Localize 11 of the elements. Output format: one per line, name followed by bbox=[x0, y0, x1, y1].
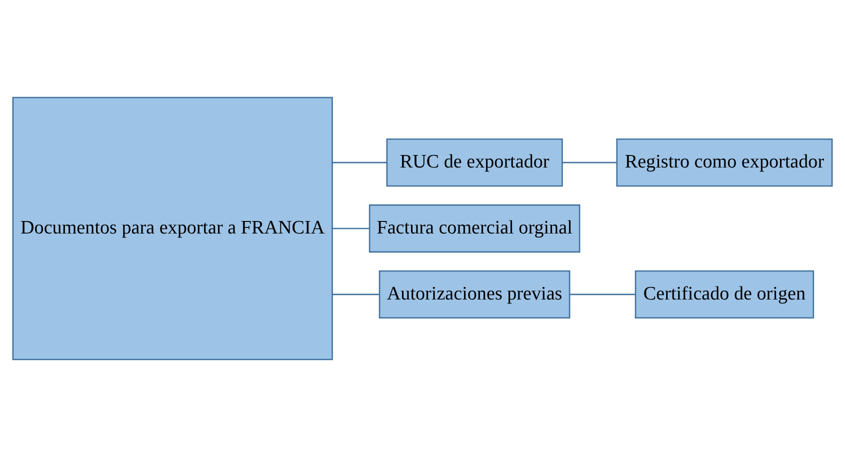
connector bbox=[570, 293, 636, 295]
connector bbox=[332, 227, 370, 229]
connector bbox=[332, 161, 387, 163]
node-box: Registro como exportador bbox=[616, 138, 833, 186]
connector bbox=[562, 161, 617, 163]
node-box: Factura comercial orginal bbox=[368, 204, 580, 252]
node-box: Certificado de origen bbox=[634, 270, 814, 318]
node-box: RUC de exportador bbox=[386, 138, 563, 186]
node-box: Documentos para exportar a FRANCIA bbox=[12, 96, 333, 360]
connector bbox=[332, 293, 380, 295]
node-box: Autorizaciones previas bbox=[378, 270, 570, 318]
